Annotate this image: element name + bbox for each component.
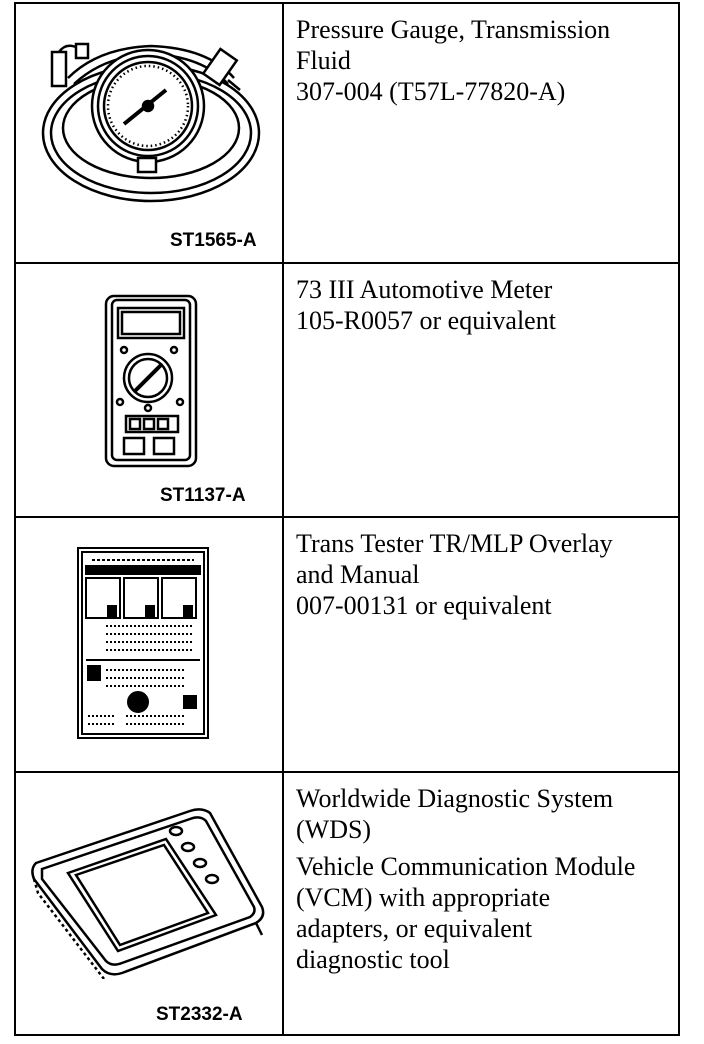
tool-description: Worldwide Diagnostic System (WDS) Vehicl… (282, 771, 680, 1036)
description-paragraph: Pressure Gauge, Transmission Fluid 307-0… (296, 14, 666, 107)
description-paragraph: 73 III Automotive Meter 105-R0057 or equ… (296, 274, 666, 336)
illustration-code: ST2332-A (156, 1004, 243, 1025)
illustration-code: ST1137-A (160, 485, 246, 506)
tool-row: ST1565-A Pressure Gauge, Transmission Fl… (14, 2, 680, 264)
tool-row: ST1137-A 73 III Automotive Meter 105-R00… (14, 262, 680, 518)
description-line: 73 III Automotive Meter (296, 275, 553, 304)
tool-description: Trans Tester TR/MLP Overlay and Manual 0… (282, 516, 680, 773)
description-line: 105-R0057 or equivalent (296, 306, 556, 335)
tool-description: Pressure Gauge, Transmission Fluid 307-0… (282, 2, 680, 264)
description-line: Trans Tester TR/MLP Overlay (296, 529, 613, 558)
description-line: 007-00131 or equivalent (296, 591, 552, 620)
description-line: (WDS) (296, 815, 372, 844)
tool-illustration-cell: ST2332-A (14, 771, 284, 1036)
pressure-gauge-icon (41, 42, 261, 203)
tool-row: ST2332-A Worldwide Diagnostic System (WD… (14, 771, 680, 1036)
overlay-manual-icon (77, 547, 209, 739)
description-paragraph: Vehicle Communication Module (VCM) with … (296, 851, 666, 975)
description-line: adapters, or equivalent (296, 914, 533, 943)
description-paragraph: Trans Tester TR/MLP Overlay and Manual 0… (296, 528, 666, 621)
multimeter-icon (104, 294, 198, 468)
illustration-code: ST1565-A (170, 230, 257, 251)
tool-row: Trans Tester TR/MLP Overlay and Manual 0… (14, 516, 680, 773)
tool-illustration-cell: ST1137-A (14, 262, 284, 518)
tool-illustration-cell (14, 516, 284, 773)
description-line: (VCM) with appropriate (296, 883, 551, 912)
description-paragraph: Worldwide Diagnostic System (WDS) (296, 783, 666, 845)
tool-illustration-cell: ST1565-A (14, 2, 284, 264)
diagnostic-tablet-icon (31, 808, 265, 979)
tool-description: 73 III Automotive Meter 105-R0057 or equ… (282, 262, 680, 518)
description-line: Worldwide Diagnostic System (296, 784, 614, 813)
description-line: Fluid (296, 46, 351, 75)
special-tools-table: ST1565-A Pressure Gauge, Transmission Fl… (14, 2, 680, 1036)
description-line: diagnostic tool (296, 945, 450, 974)
description-line: Pressure Gauge, Transmission (296, 15, 611, 44)
description-line: and Manual (296, 560, 420, 589)
description-line: Vehicle Communication Module (296, 852, 636, 881)
description-line: 307-004 (T57L-77820-A) (296, 77, 566, 106)
